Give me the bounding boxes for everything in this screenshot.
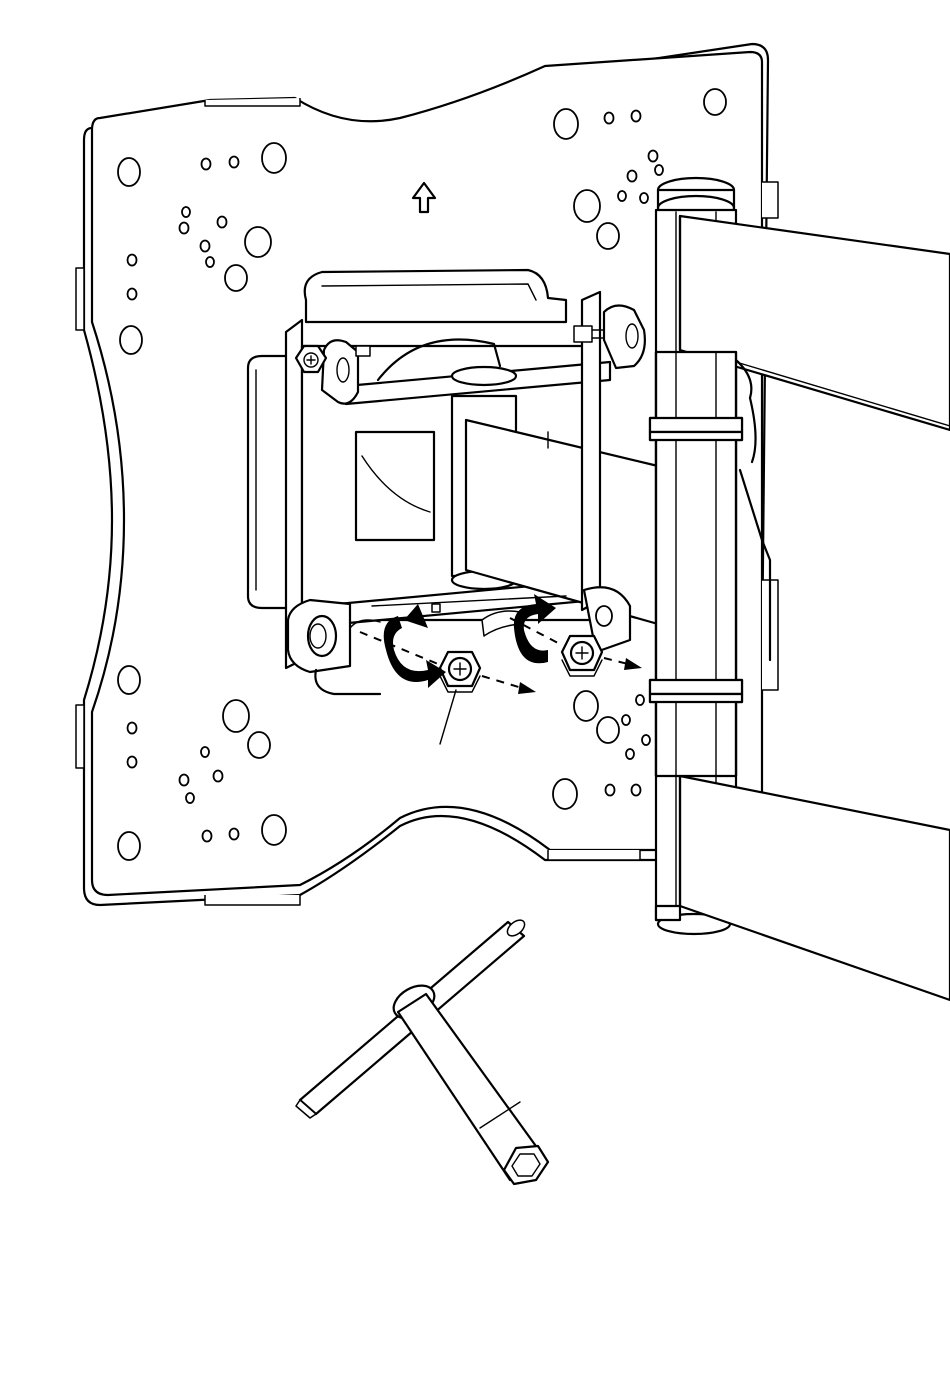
socket-wrench <box>296 917 548 1184</box>
articulating-arms <box>650 216 950 1000</box>
